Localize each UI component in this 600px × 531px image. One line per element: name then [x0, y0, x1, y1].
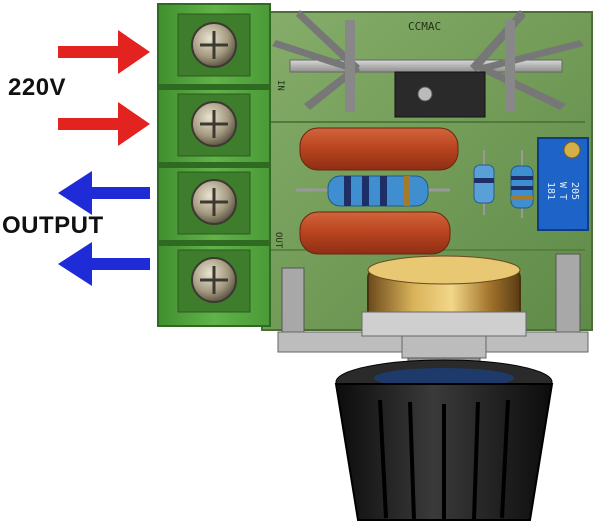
trimmer-potentiometer: 205 W T 181: [537, 137, 589, 231]
brand-marking: CCMAC: [408, 20, 441, 33]
heatsink: [272, 10, 584, 118]
trimmer-model: W T: [557, 182, 568, 200]
capacitor-bottom: [299, 211, 451, 255]
right-arrow-icon: [58, 30, 150, 74]
output-label: OUTPUT: [2, 212, 104, 239]
right-arrow-icon: [58, 102, 150, 146]
terminal-screws: [158, 13, 270, 313]
resistor-main: [296, 175, 450, 207]
trimmer-id: 181: [545, 182, 556, 200]
capacitor-top: [299, 127, 459, 171]
diac-component: [473, 150, 495, 215]
in-marking: IN: [275, 80, 285, 91]
left-arrow-icon: [58, 242, 150, 286]
out-marking: OUT: [273, 232, 283, 249]
resistor-small: [510, 150, 534, 218]
left-arrow-icon: [58, 171, 150, 215]
trimmer-code: 205: [569, 182, 580, 200]
input-voltage-label: 220V: [8, 74, 67, 101]
rotary-knob: [334, 359, 554, 521]
